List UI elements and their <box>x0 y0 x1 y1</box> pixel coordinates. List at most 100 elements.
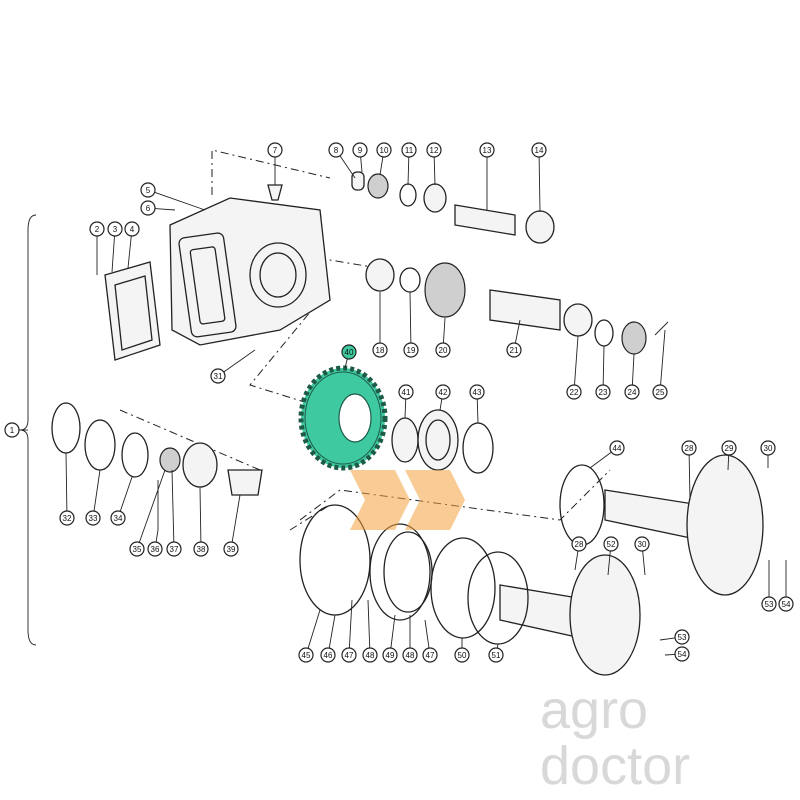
leader-line <box>659 637 676 641</box>
callout-14: 14 <box>531 142 547 213</box>
callout-circle <box>320 647 336 663</box>
callout-number: 53 <box>765 600 774 609</box>
callout-circle <box>652 384 668 400</box>
callout-47: 47 <box>341 599 357 663</box>
callout-circle <box>761 596 777 612</box>
callout-number: 52 <box>607 540 616 549</box>
callout-31: 31 <box>210 349 256 384</box>
callout-38: 38 <box>193 486 209 557</box>
leader-line <box>154 191 206 211</box>
callout-circle <box>352 142 368 158</box>
callout-circle <box>110 510 126 526</box>
leader-line <box>496 643 499 649</box>
callout-circle <box>426 142 442 158</box>
callout-circle <box>595 384 611 400</box>
callout-number: 39 <box>227 545 236 554</box>
callout-number: 40 <box>345 348 354 357</box>
leader-line <box>538 156 541 213</box>
callout-number: 11 <box>405 146 414 155</box>
callout-circle <box>488 647 504 663</box>
callout-number: 35 <box>133 545 142 554</box>
callout-53: 53 <box>761 560 777 612</box>
callout-number: 49 <box>386 651 395 660</box>
callout-circle <box>422 647 438 663</box>
callout-13: 13 <box>479 142 495 210</box>
leader-line <box>171 469 175 543</box>
leader-line <box>574 550 579 571</box>
callout-23: 23 <box>595 345 611 400</box>
callout-6: 6 <box>140 200 176 216</box>
leader-line <box>631 353 635 386</box>
callout-number: 44 <box>613 444 622 453</box>
callout-circle <box>376 142 392 158</box>
callout-number: 48 <box>366 651 375 660</box>
callout-circle <box>341 647 357 663</box>
leader-line <box>93 469 101 512</box>
callout-number: 28 <box>575 540 584 549</box>
callout-circle <box>624 384 640 400</box>
callout-number: 37 <box>170 545 179 554</box>
callout-3: 3 <box>107 221 123 273</box>
callout-circle <box>147 541 163 557</box>
callout-number: 23 <box>599 388 608 397</box>
callout-number: 30 <box>764 444 773 453</box>
callout-number: 20 <box>439 346 448 355</box>
leader-line <box>642 550 646 576</box>
callout-43: 43 <box>469 384 485 424</box>
callout-34: 34 <box>110 476 133 526</box>
callout-22: 22 <box>566 335 582 400</box>
callout-circle <box>166 541 182 557</box>
callout-circle <box>298 647 314 663</box>
callout-11: 11 <box>401 142 417 186</box>
callout-circle <box>531 142 547 158</box>
callout-18: 18 <box>372 292 388 358</box>
callout-circle <box>571 536 587 552</box>
leader-line <box>379 156 384 176</box>
callout-10: 10 <box>376 142 392 176</box>
leader-line <box>409 291 412 344</box>
callout-number: 36 <box>151 545 160 554</box>
callout-circle <box>223 541 239 557</box>
callout-number: 48 <box>406 651 415 660</box>
callout-53: 53 <box>659 629 690 645</box>
callout-circle <box>603 536 619 552</box>
callout-41: 41 <box>398 384 414 419</box>
callout-number: 45 <box>302 651 311 660</box>
leader-line <box>138 469 166 543</box>
leader-line <box>476 398 479 424</box>
callout-number: 50 <box>458 651 467 660</box>
callout-circle <box>89 221 105 237</box>
leader-line <box>574 335 579 386</box>
callout-40: 40 <box>341 344 357 369</box>
leader-line <box>307 609 321 649</box>
leader-line <box>360 156 363 173</box>
callout-circle <box>372 342 388 358</box>
leader-line <box>328 614 336 649</box>
callout-number: 22 <box>570 388 579 397</box>
leader-line <box>65 452 68 512</box>
highlighted-gear-40 <box>298 365 388 471</box>
callout-number: 9 <box>358 146 363 155</box>
callout-circle <box>401 142 417 158</box>
callout-number: 19 <box>407 346 416 355</box>
callout-8: 8 <box>328 142 356 179</box>
callout-circle <box>129 541 145 557</box>
upper-parts <box>351 171 669 355</box>
callout-5: 5 <box>140 182 206 211</box>
callout-number: 46 <box>324 651 333 660</box>
callout-number: 38 <box>197 545 206 554</box>
callout-37: 37 <box>166 469 182 557</box>
callout-circle <box>479 142 495 158</box>
leader-line <box>231 494 241 543</box>
leader-line <box>407 156 410 186</box>
callout-number: 28 <box>685 444 694 453</box>
leader-line <box>439 398 443 411</box>
callout-number: 34 <box>114 514 123 523</box>
callout-circle <box>402 647 418 663</box>
leader-line <box>390 614 396 649</box>
callout-circle <box>778 596 794 612</box>
callout-number: 2 <box>95 225 100 234</box>
callout-number: 29 <box>725 444 734 453</box>
callout-12: 12 <box>426 142 442 186</box>
